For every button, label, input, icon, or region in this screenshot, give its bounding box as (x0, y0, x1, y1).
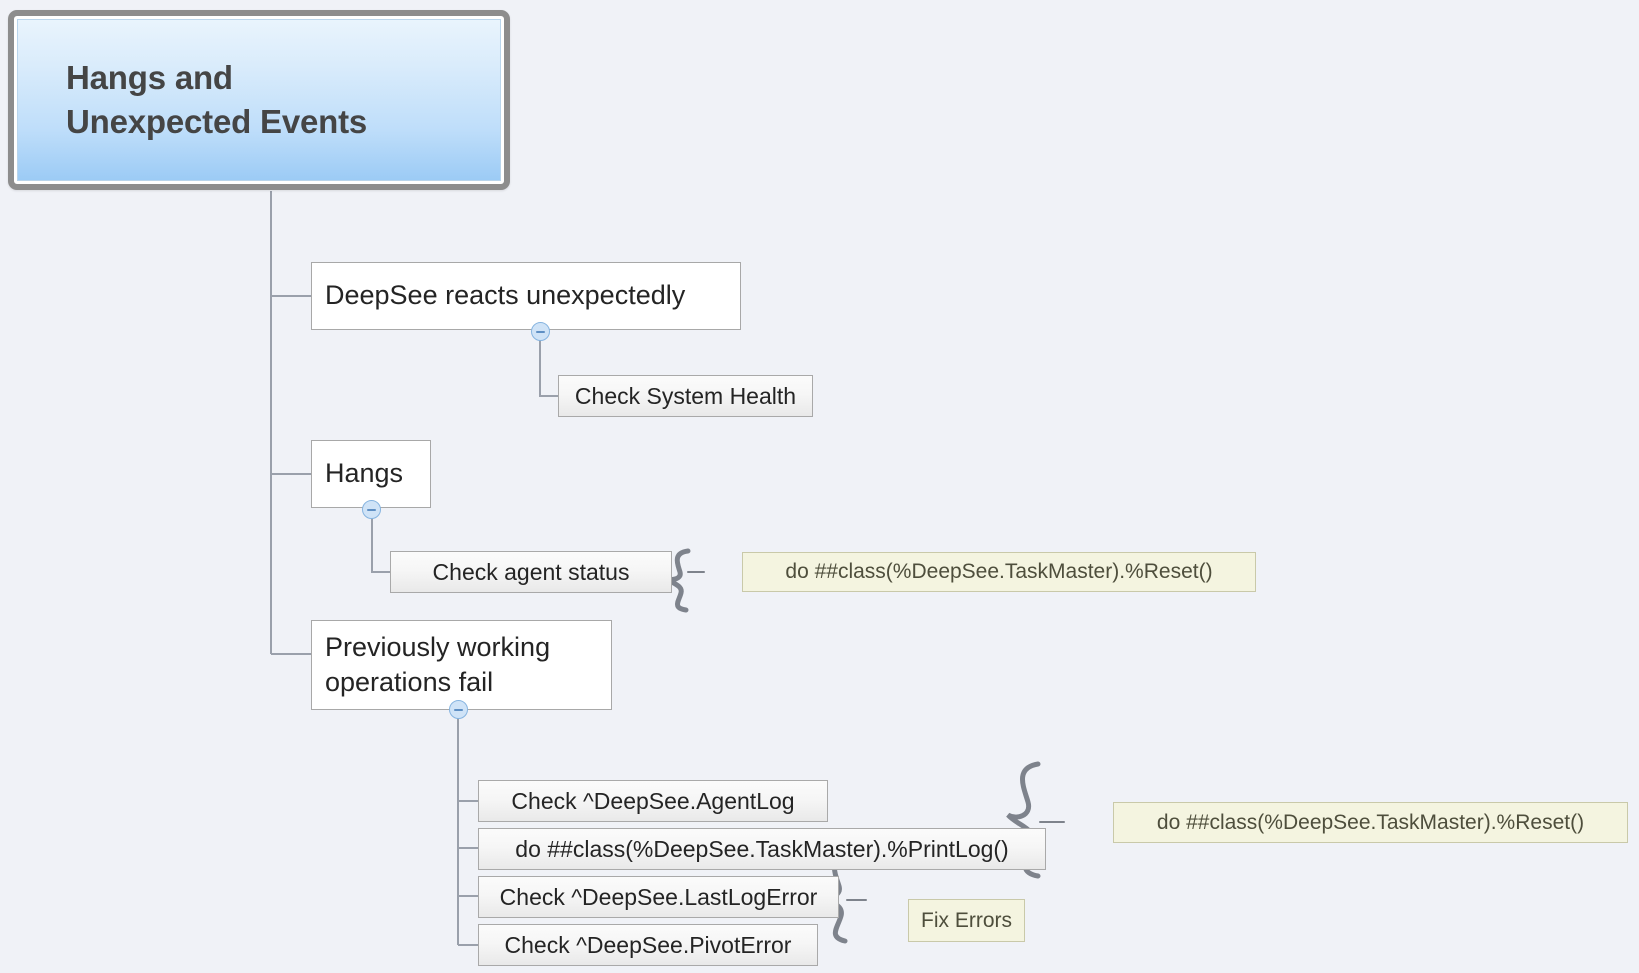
node-previously-working-operations-fail[interactable]: Previously working operations fail (311, 620, 612, 710)
node-label: Hangs (325, 458, 404, 489)
node-label: Check ^DeepSee.PivotError (504, 931, 792, 958)
node-check-deepsee-agentlog[interactable]: Check ^DeepSee.AgentLog (478, 780, 828, 822)
node-label: Check agent status (432, 558, 630, 585)
node-label: do ##class(%DeepSee.TaskMaster).%PrintLo… (515, 835, 1009, 862)
node-label: DeepSee reacts unexpectedly (325, 280, 686, 311)
node-label: Check ^DeepSee.LastLogError (499, 883, 818, 910)
node-check-agent-status[interactable]: Check agent status (390, 551, 672, 593)
node-check-deepsee-pivoterror[interactable]: Check ^DeepSee.PivotError (478, 924, 818, 966)
note-reset-agent-status[interactable]: do ##class(%DeepSee.TaskMaster).%Reset() (742, 552, 1256, 592)
node-hangs[interactable]: Hangs (311, 440, 431, 508)
node-deepsee-reacts-unexpectedly[interactable]: DeepSee reacts unexpectedly (311, 262, 741, 330)
minus-icon (367, 508, 376, 511)
minus-icon (454, 708, 463, 711)
root-title-line-2: Unexpected Events (66, 103, 368, 140)
toggle-previously-working[interactable] (449, 700, 468, 719)
minus-icon (536, 330, 545, 333)
toggle-hangs[interactable] (362, 500, 381, 519)
root-node-inner: Hangs and Unexpected Events (17, 19, 501, 181)
root-node[interactable]: Hangs and Unexpected Events (8, 10, 510, 190)
note-label: do ##class(%DeepSee.TaskMaster).%Reset() (785, 560, 1213, 583)
note-fix-errors[interactable]: Fix Errors (908, 899, 1025, 942)
node-label: Previously working operations fail (325, 631, 551, 697)
note-label: do ##class(%DeepSee.TaskMaster).%Reset() (1156, 810, 1585, 834)
node-do-printlog[interactable]: do ##class(%DeepSee.TaskMaster).%PrintLo… (478, 828, 1046, 870)
root-title-line-1: Hangs and (66, 59, 233, 97)
note-reset-logs[interactable]: do ##class(%DeepSee.TaskMaster).%Reset() (1113, 802, 1628, 843)
node-label: Check ^DeepSee.AgentLog (511, 787, 795, 814)
toggle-deepsee-reacts[interactable] (531, 322, 550, 341)
node-check-system-health[interactable]: Check System Health (558, 375, 813, 417)
note-label: Fix Errors (921, 908, 1012, 932)
node-check-deepsee-lastlogerror[interactable]: Check ^DeepSee.LastLogError (478, 876, 839, 918)
node-label: Check System Health (574, 382, 797, 409)
